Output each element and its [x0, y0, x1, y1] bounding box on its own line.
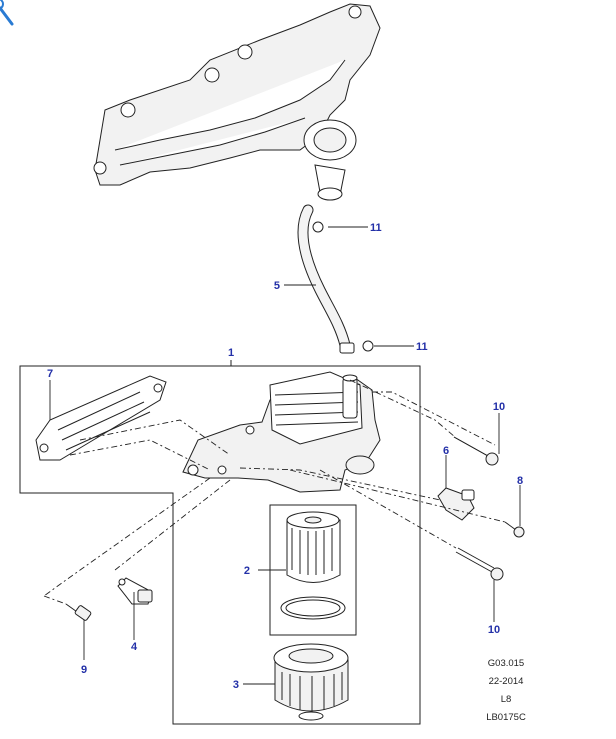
hose-part [297, 204, 374, 354]
callout-7: 7 [47, 368, 53, 380]
bolt-10-upper-part [453, 436, 499, 466]
dash-connectors [43, 379, 506, 605]
reference-model: L8 [501, 694, 512, 705]
callout-4: 4 [131, 641, 138, 653]
bolt-8-part [504, 521, 525, 538]
callout-11-lower: 11 [416, 341, 428, 353]
bracket-part [35, 375, 167, 461]
reference-id: LB0175C [486, 712, 526, 723]
assembly-frame [19, 360, 421, 725]
callout-6: 6 [443, 445, 449, 457]
bolt-10-lower-part [455, 547, 504, 581]
magnifier-icon[interactable] [0, 0, 14, 26]
reference-block: G03.015 22-2014 L8 LB0175C [486, 658, 526, 723]
callout-11-upper: 11 [370, 222, 382, 234]
callout-8: 8 [517, 475, 523, 487]
bolt-9-part [65, 603, 92, 621]
callout-3: 3 [233, 679, 239, 691]
oil-cooler-housing-part [182, 371, 381, 493]
pressure-sensor-part [117, 577, 153, 605]
callout-2: 2 [244, 565, 250, 577]
callout-10-upper: 10 [493, 401, 505, 413]
sensor-6-part [437, 487, 475, 521]
reference-code: G03.015 [488, 658, 524, 669]
leader-lines [49, 226, 521, 685]
filter-cap-part [273, 643, 349, 721]
callout-labels: 1 2 3 4 5 6 7 8 9 10 10 11 11 [47, 222, 523, 691]
callout-5: 5 [274, 280, 280, 292]
reference-date: 22-2014 [489, 676, 524, 687]
callout-1: 1 [228, 347, 234, 359]
callout-9: 9 [81, 664, 87, 676]
manifold-part [93, 3, 381, 201]
callout-10-lower: 10 [488, 624, 500, 636]
